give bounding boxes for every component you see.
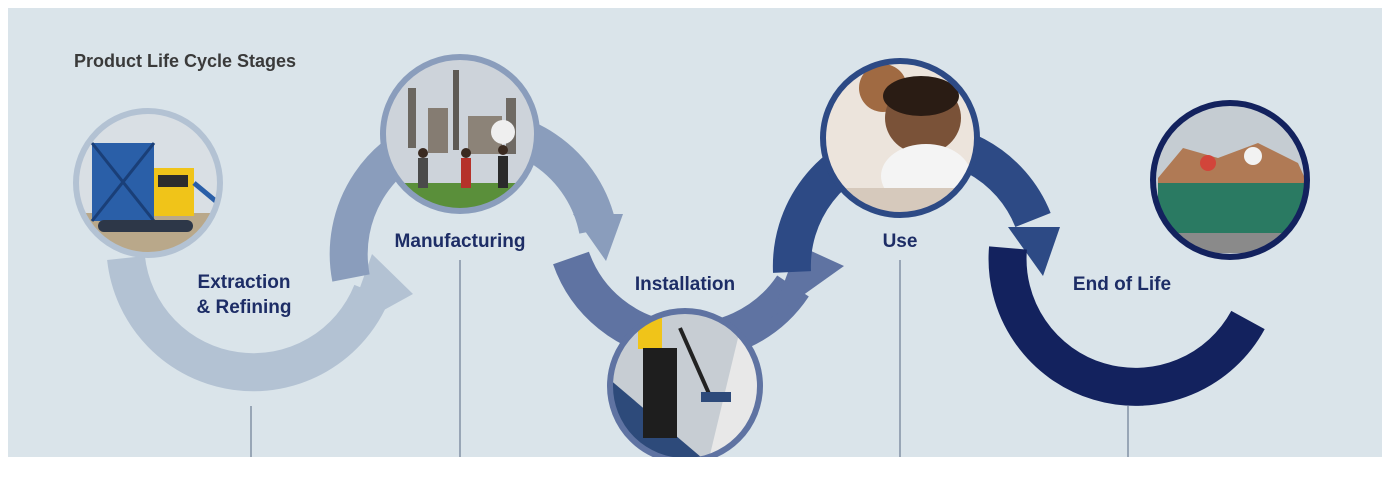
stage-label-extraction-line2: & Refining bbox=[196, 296, 292, 318]
stage-label-use: Use bbox=[882, 231, 918, 252]
end-of-life-photo bbox=[1150, 100, 1310, 260]
extraction-photo bbox=[73, 108, 223, 258]
installation-photo bbox=[607, 308, 763, 457]
end-of-life-arc bbox=[988, 246, 1265, 406]
manufacturing-photo bbox=[380, 54, 540, 214]
stage-label-extraction: Extraction & Refining bbox=[197, 271, 292, 320]
cycle-arrows-graphic bbox=[73, 54, 1310, 457]
extraction-arc bbox=[107, 255, 390, 392]
extraction-arrowhead bbox=[344, 254, 413, 332]
stage-label-end-of-life: End of Life bbox=[1072, 274, 1172, 295]
stage-label-manufacturing: Manufacturing bbox=[394, 231, 526, 252]
use-arrowhead bbox=[1008, 227, 1060, 276]
stage-label-installation: Installation bbox=[634, 274, 736, 295]
life-cycle-diagram: Product Life Cycle Stages bbox=[8, 8, 1382, 457]
use-photo bbox=[820, 58, 980, 218]
diagram-title: Product Life Cycle Stages bbox=[74, 51, 297, 71]
installation-arrowhead bbox=[771, 245, 844, 318]
stage-label-extraction-line1: Extraction bbox=[197, 272, 291, 293]
manufacturing-arrowhead bbox=[573, 214, 623, 261]
